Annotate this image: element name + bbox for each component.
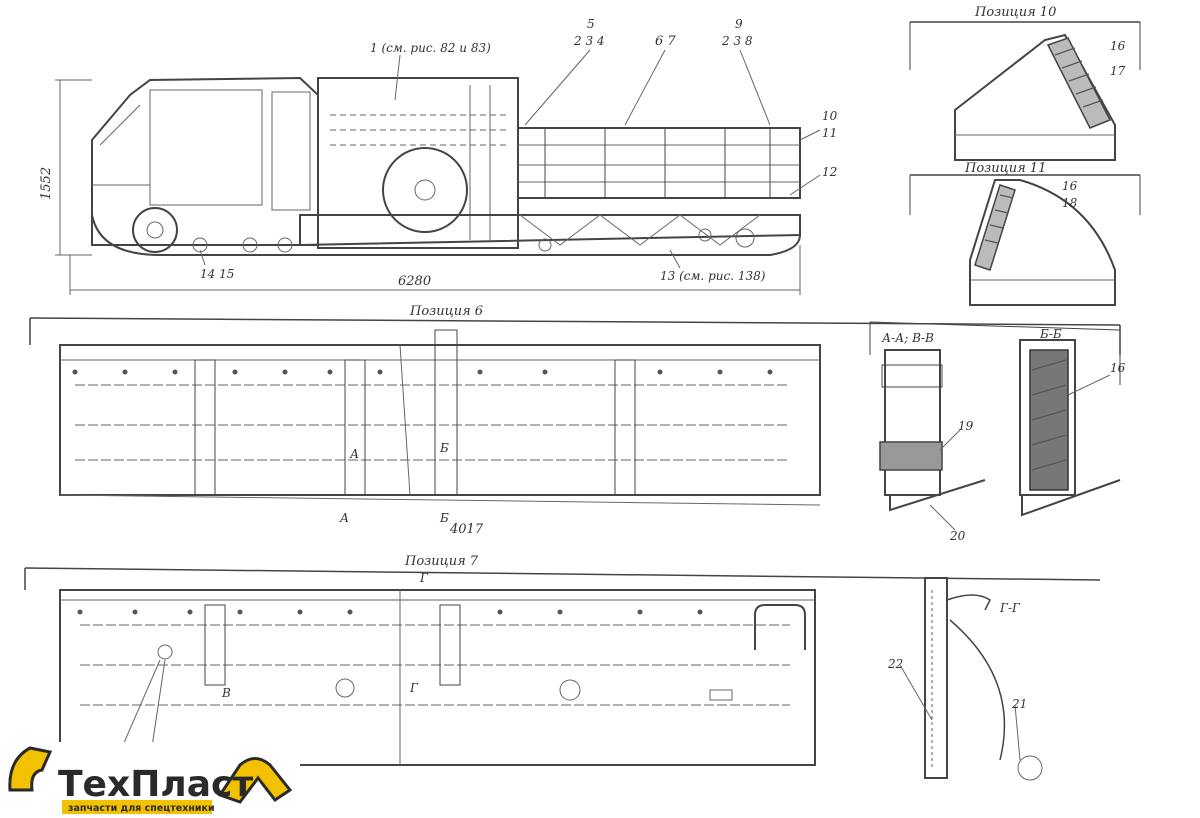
callout-16-c: 16 bbox=[1110, 361, 1126, 375]
title-position-11: Позиция 11 bbox=[964, 161, 1046, 176]
callout-9: 9 bbox=[735, 17, 743, 31]
callout-20: 20 bbox=[949, 529, 966, 543]
techplast-logo: ТехПласт запчасти для спецтехники bbox=[0, 742, 300, 818]
excavator-bucket-icon bbox=[8, 746, 53, 792]
sections-aa-bb bbox=[869, 321, 1121, 531]
position-10-view bbox=[909, 21, 1141, 161]
logo-name: ТехПласт bbox=[58, 764, 253, 805]
title-position-10: Позиция 10 bbox=[974, 5, 1056, 20]
callout-22: 22 bbox=[887, 657, 903, 671]
position-11-view bbox=[909, 174, 1141, 306]
callout-11: 11 bbox=[822, 126, 837, 140]
callout-18: 18 bbox=[1062, 196, 1078, 210]
excavator-arm-icon bbox=[217, 757, 293, 804]
callout-14-15: 14 15 bbox=[200, 267, 234, 281]
marker-g-top: Г bbox=[419, 571, 429, 585]
callout-5: 5 bbox=[587, 17, 595, 31]
dimension-height: 1552 bbox=[39, 167, 54, 200]
callout-1: 1 (см. рис. 82 и 83) bbox=[370, 41, 491, 55]
callout-12: 12 bbox=[822, 165, 837, 179]
callout-16-b: 16 bbox=[1062, 179, 1078, 193]
section-bb-label: Б-Б bbox=[1039, 327, 1062, 341]
marker-v-top: В bbox=[221, 686, 231, 700]
logo-tagline: запчасти для спецтехники bbox=[68, 803, 215, 814]
marker-b-top: Б bbox=[439, 441, 449, 455]
marker-a-bottom: А bbox=[339, 511, 349, 525]
dimension-deck: 4017 bbox=[449, 522, 484, 537]
callout-10: 10 bbox=[822, 109, 838, 123]
callout-9-sub: 2 3 8 bbox=[721, 34, 753, 48]
callout-17: 17 bbox=[1110, 64, 1126, 78]
dimension-length: 6280 bbox=[398, 274, 431, 289]
title-position-7: Позиция 7 bbox=[404, 554, 479, 569]
section-gg-label: Г-Г bbox=[999, 601, 1021, 615]
position-6-view bbox=[29, 317, 1121, 506]
callout-21: 21 bbox=[1011, 697, 1027, 711]
callout-5-sub: 2 3 4 bbox=[573, 34, 605, 48]
section-aa-label: А-А; В-В bbox=[881, 331, 934, 345]
callout-16-a: 16 bbox=[1110, 39, 1126, 53]
truck-side-view bbox=[55, 49, 821, 295]
marker-g-mid: Г bbox=[409, 681, 419, 695]
marker-a-top: А bbox=[349, 447, 359, 461]
callout-6-7: 6 7 bbox=[655, 34, 676, 49]
marker-b-bottom: Б bbox=[439, 511, 449, 525]
callout-13: 13 (см. рис. 138) bbox=[660, 269, 766, 283]
position-7-view bbox=[24, 567, 1101, 776]
section-gg bbox=[899, 577, 1043, 781]
labels: 1 (см. рис. 82 и 83) 5 2 3 4 6 7 9 2 3 8… bbox=[39, 5, 1126, 778]
title-position-6: Позиция 6 bbox=[409, 304, 483, 319]
callout-19: 19 bbox=[958, 419, 974, 433]
